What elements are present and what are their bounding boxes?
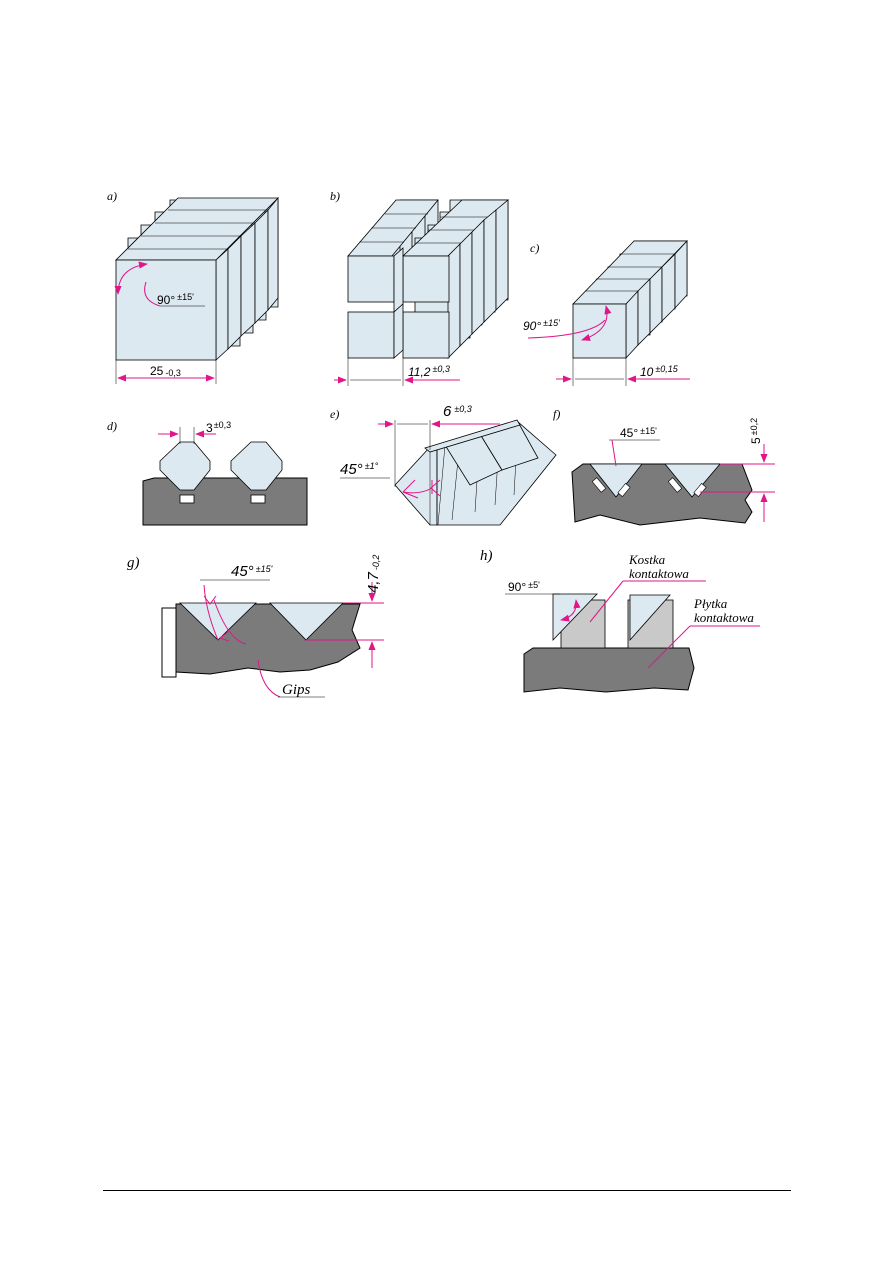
panel-g-material: Gips: [282, 682, 311, 698]
panel-h-angle: 90°±5': [508, 580, 540, 594]
panel-b-label: b): [330, 189, 340, 203]
panel-a-dim: 25-0,3: [150, 364, 181, 378]
panel-h-plate-line2: kontaktowa: [694, 610, 754, 625]
panel-e: e) 6±0,3 45°±1°: [330, 403, 557, 526]
panel-h-plate-line1: Płytka: [693, 596, 728, 611]
panel-d: d) 3±0,3: [107, 419, 308, 526]
panel-f: f) 45°±15' 5±0,2: [553, 407, 775, 526]
panel-b: b) 11,: [330, 189, 510, 386]
panel-f-dim: 5±0,2: [749, 418, 763, 444]
panel-a-angle: 90°±15': [157, 292, 194, 307]
panel-c: c) 90°±15' 10±0,15: [523, 239, 690, 386]
panel-h-label: h): [480, 548, 493, 564]
panel-g: g) 45°±15' 4,7-0,2 Gips: [127, 555, 384, 698]
panel-h-cube-line1: Kostka: [628, 552, 666, 567]
footer-rule: [103, 1190, 791, 1191]
panel-c-dim: 10±0,15: [640, 364, 679, 379]
panel-c-label: c): [530, 241, 539, 255]
panel-f-angle: 45°±15': [620, 426, 657, 440]
panel-e-label: e): [330, 407, 339, 421]
panel-b-dim: 11,2±0,3: [408, 364, 450, 379]
panel-e-angle: 45°±1°: [340, 461, 379, 478]
panel-d-label: d): [107, 419, 117, 433]
panel-a-label: a): [107, 189, 117, 203]
panel-e-dim: 6±0,3: [443, 403, 472, 420]
panel-g-dim: 4,7-0,2: [365, 555, 382, 593]
panel-d-dim: 3±0,3: [206, 420, 231, 435]
panel-g-angle: 45°±15': [231, 563, 273, 580]
panel-c-angle: 90°±15': [523, 318, 560, 333]
panel-g-label: g): [127, 555, 140, 571]
panel-h-cube-line2: kontaktowa: [629, 566, 689, 581]
panel-a: a) 90°±15' 25-0,3: [107, 189, 279, 384]
panel-f-label: f): [553, 407, 560, 421]
panel-h: h) 90°±5' Kostka kontaktowa Płytka konta…: [480, 548, 760, 693]
